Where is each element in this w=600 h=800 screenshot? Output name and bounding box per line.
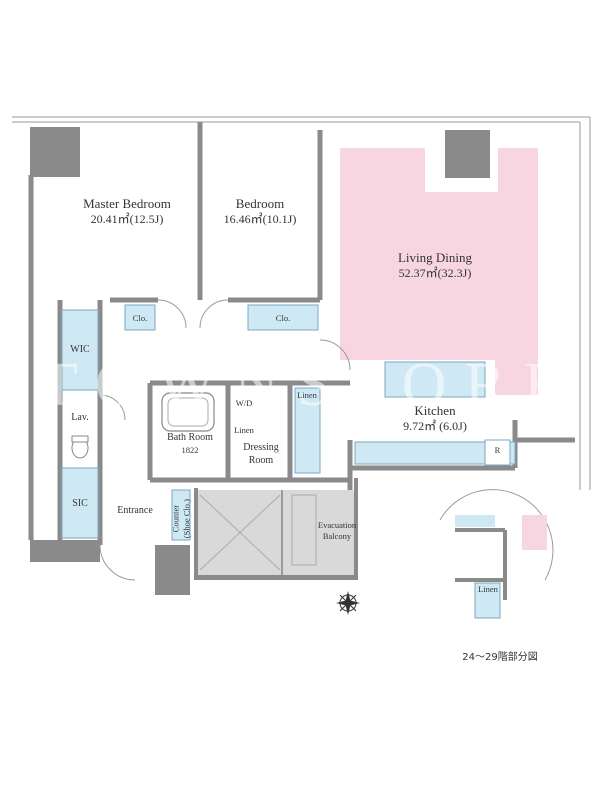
evacuation-balcony-label: Evacuation Balcony xyxy=(312,520,362,541)
counter-label: Counter (Shoe Clo.) xyxy=(170,493,191,545)
detail-blue xyxy=(455,515,495,527)
bedroom-area: 16.46㎡(10.1J) xyxy=(223,212,297,227)
bath-room-name: Bath Room xyxy=(167,432,213,443)
bedroom-label: Bedroom 16.46㎡(10.1J) xyxy=(205,196,315,227)
counter-text: Counter xyxy=(170,504,181,533)
wic-fill xyxy=(61,309,99,391)
clo-master-fill xyxy=(124,304,156,331)
detail-linen-fill xyxy=(474,582,501,619)
master-bedroom-label: Master Bedroom 20.41㎡(12.5J) xyxy=(62,196,192,227)
column-top-right xyxy=(445,130,490,178)
dressing-room-name: Dressing xyxy=(243,442,279,453)
kitchen-area: 9.72㎡ (6.0J) xyxy=(403,419,467,434)
compass-icon xyxy=(336,591,360,615)
entrance-label: Entrance xyxy=(117,505,153,516)
living-dining-label: Living Dining 52.37㎡(32.3J) xyxy=(375,250,495,281)
lav-label: Lav. xyxy=(71,412,89,423)
sic-label: SIC xyxy=(72,498,88,509)
balcony-text: Balcony xyxy=(322,530,352,541)
balcony-area xyxy=(196,490,356,575)
evacuation-text: Evacuation xyxy=(317,520,357,530)
kitchen-name: Kitchen xyxy=(414,403,456,418)
living-dining-name: Living Dining xyxy=(397,250,473,265)
clo-bedroom-label: Clo. xyxy=(275,313,291,323)
kitchen-label: Kitchen 9.72㎡ (6.0J) xyxy=(385,403,485,434)
bath-room-code: 1822 xyxy=(181,444,199,455)
shoe-clo-text: (Shoe Clo.) xyxy=(181,499,191,539)
sic-fill xyxy=(61,467,99,539)
clo-master-label: Clo. xyxy=(132,313,148,323)
refrigerator-label: R xyxy=(494,445,501,455)
linen-detail-label: Linen xyxy=(478,584,498,594)
kitchen-counter xyxy=(354,441,516,465)
wic-label: WIC xyxy=(70,344,90,355)
linen-dressing-label: Linen xyxy=(234,425,254,435)
caption: 24〜29階部分図 xyxy=(462,652,538,663)
counter-fill xyxy=(171,489,191,541)
linen-wall-label: Linen xyxy=(297,390,317,400)
detail-pink xyxy=(522,515,547,550)
living-dining-area: 52.37㎡(32.3J) xyxy=(398,266,472,281)
watermark: TOWNSPORE xyxy=(40,351,580,419)
clo-bedroom-fill xyxy=(247,304,319,331)
refrigerator-box xyxy=(484,439,511,466)
living-dining-fill xyxy=(340,148,538,395)
master-bedroom-area: 20.41㎡(12.5J) xyxy=(90,212,164,227)
wd-label: W/D xyxy=(235,398,253,408)
linen-wall-fill xyxy=(294,387,321,474)
column-top-left xyxy=(30,127,80,177)
bath-room-label: Bath Room 1822 xyxy=(155,432,225,455)
dressing-room-label: Dressing Room xyxy=(232,442,290,467)
kitchen-island xyxy=(384,361,486,398)
dressing-room-name2: Room xyxy=(248,454,274,466)
master-bedroom-name: Master Bedroom xyxy=(83,196,171,211)
bedroom-name: Bedroom xyxy=(235,196,285,211)
